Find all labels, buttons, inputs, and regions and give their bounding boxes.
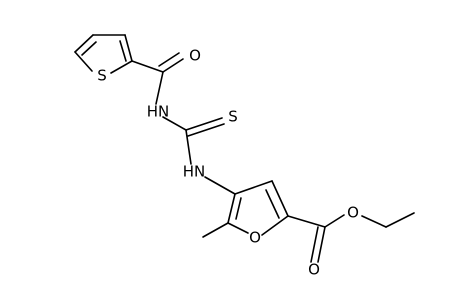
bond-furan-o-c5 [227,222,249,234]
bond-furan-to-ester [287,215,326,228]
bond-furan-c3-c2-inner [265,189,280,219]
atom-thione-sulfur: S [228,108,238,126]
atom-amide-nh: HN [147,103,170,121]
atom-labels: S O HN S HN O O O [97,47,359,279]
bond-carbonyl-double-2 [158,52,180,67]
atom-furan-oxygen: O [249,229,261,247]
bond-furan-c5-c4 [227,193,236,224]
bond-nh-to-thiocarbonyl [162,116,187,131]
bond-ester-double-2 [310,226,319,263]
bond-ethyl-ch2-ch3 [385,212,415,228]
bond-ester-single-o [324,214,345,228]
bond-thiophene-s-c5 [74,51,93,72]
bond-thiophene-c5-c4 [74,34,94,53]
bond-thiophene-c5-c4-inner [81,41,97,56]
bond-furan-c4-c3 [234,180,273,195]
bond-carbonyl-double-1 [162,58,184,73]
atom-ester-oxygen: O [347,204,359,222]
bond-methyl [202,222,229,238]
atom-ester-carbonyl-oxygen: O [308,261,320,279]
atom-carbonyl-oxygen: O [189,47,201,65]
bond-thiophene-to-carbonyl [131,60,164,73]
bond-furan-c2-o [261,215,289,236]
bond-thiophene-c3-c2 [124,34,133,62]
bond-thione-double-2 [187,123,225,137]
bond-thiophene-c3-c2-inner [119,40,127,62]
bond-furan-c5-c4-inner [235,197,242,220]
bond-lower-nh-to-furan [204,176,236,195]
bonds [74,34,415,263]
bond-ester-double-1 [317,226,326,263]
bond-ethyl-o-ch2 [361,215,387,228]
bond-thiocarbonyl-to-lower-nh [185,129,192,165]
atom-thiophene-sulfur: S [97,67,107,85]
bond-thiophene-c2-s [110,60,133,74]
bond-thione-double-1 [185,117,223,131]
atom-thiourea-nh: HN [183,163,206,181]
bond-furan-c3-c2 [271,180,289,217]
bond-carbonyl-to-nh [155,71,164,105]
